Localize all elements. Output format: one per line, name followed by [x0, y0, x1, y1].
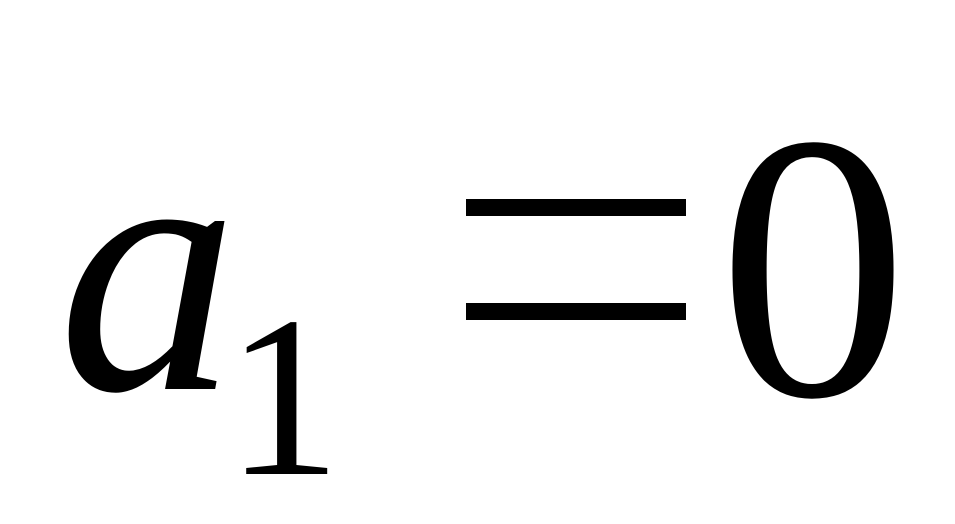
equals-sign: =: [466, 199, 686, 320]
equation-value: 0: [718, 57, 908, 478]
equals-bar-bottom: [466, 303, 686, 320]
equals-bar-top: [466, 199, 686, 216]
equation-variable: a: [58, 68, 238, 467]
equation-subscript: 1: [226, 269, 341, 524]
